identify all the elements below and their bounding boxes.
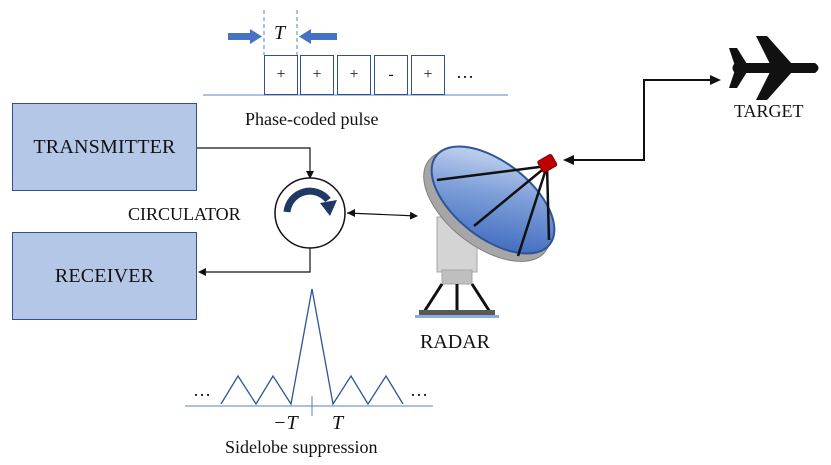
- tx-to-circulator-arrow: [197, 147, 314, 179]
- sidelobe-caption: Sidelobe suppression: [225, 437, 378, 457]
- pulse-arrow-right-icon: [299, 29, 337, 44]
- pulse-chip: +: [411, 55, 445, 95]
- pulse-chip: -: [374, 55, 408, 95]
- receiver-label: RECEIVER: [54, 264, 155, 287]
- sidelobe-waveform: [220, 288, 404, 406]
- pulse-ellipsis: …: [456, 62, 474, 82]
- pulse-chip: +: [337, 55, 371, 95]
- radar-label: RADAR: [420, 331, 491, 353]
- target-label: TARGET: [734, 101, 804, 121]
- sidelobe-plot: [185, 288, 433, 416]
- pulse-arrow-left-icon: [228, 29, 262, 44]
- radar-target-link: [563, 75, 721, 165]
- pulse-caption: Phase-coded pulse: [245, 109, 379, 129]
- receiver-block: RECEIVER: [12, 232, 197, 320]
- transmitter-label: TRANSMITTER: [33, 135, 176, 158]
- circulator-radar-link: [346, 209, 418, 220]
- radar-feed-icon: [537, 154, 558, 173]
- pulse-chip: +: [300, 55, 334, 95]
- circulator-label: CIRCULATOR: [128, 204, 241, 224]
- sidelobe-tick-right: T: [332, 412, 344, 434]
- airplane-icon: [729, 36, 819, 100]
- transmitter-block: TRANSMITTER: [12, 103, 197, 191]
- circulator-to-rx-arrow: [198, 248, 311, 276]
- pulse-period-markers: [263, 10, 298, 55]
- radar-dish-icon: [415, 145, 558, 318]
- sidelobe-left-ellipsis: …: [193, 380, 211, 400]
- sidelobe-tick-left: −T: [273, 412, 298, 434]
- circulator-icon: [274, 177, 346, 249]
- pulse-period-label: T: [274, 22, 286, 44]
- sidelobe-right-ellipsis: …: [410, 380, 428, 400]
- pulse-chip: +: [264, 55, 298, 95]
